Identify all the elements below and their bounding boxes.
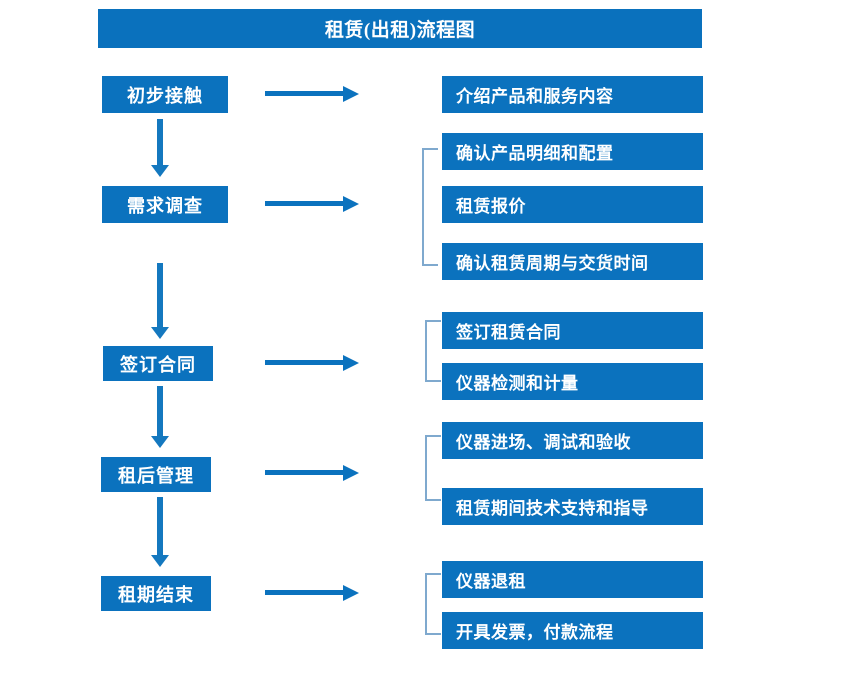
detail-box-7[interactable]: 仪器进场、调试和验收 (442, 422, 703, 459)
flow-arrow-down-3 (151, 386, 169, 450)
detail-box-9[interactable]: 仪器退租 (442, 561, 703, 598)
detail-box-6[interactable]: 仪器检测和计量 (442, 363, 703, 400)
flow-arrow-right-4 (265, 465, 360, 481)
detail-box-3[interactable]: 租赁报价 (442, 186, 703, 223)
group-bracket-2 (425, 320, 441, 382)
flow-arrow-down-2 (151, 263, 169, 341)
detail-box-4[interactable]: 确认租赁周期与交货时间 (442, 243, 703, 280)
group-bracket-4 (425, 573, 441, 635)
flow-arrow-right-3 (265, 355, 360, 371)
detail-box-5[interactable]: 签订租赁合同 (442, 312, 703, 349)
detail-box-1[interactable]: 介绍产品和服务内容 (442, 76, 703, 113)
stage-box-5[interactable]: 租期结束 (101, 576, 211, 611)
detail-box-8[interactable]: 租赁期间技术支持和指导 (442, 488, 703, 525)
flow-arrow-right-2 (265, 196, 360, 212)
flow-arrow-right-5 (265, 585, 360, 601)
stage-box-2[interactable]: 需求调查 (102, 186, 228, 223)
detail-box-2[interactable]: 确认产品明细和配置 (442, 133, 703, 170)
stage-box-4[interactable]: 租后管理 (101, 457, 211, 492)
stage-box-3[interactable]: 签订合同 (103, 346, 213, 381)
group-bracket-1 (422, 148, 438, 266)
flow-arrow-down-1 (151, 119, 169, 179)
group-bracket-3 (425, 435, 441, 501)
detail-box-10[interactable]: 开具发票，付款流程 (442, 612, 703, 649)
stage-box-1[interactable]: 初步接触 (102, 76, 228, 113)
flow-arrow-down-4 (151, 497, 169, 569)
chart-title: 租赁(出租)流程图 (98, 9, 702, 48)
flow-arrow-right-1 (265, 86, 360, 102)
